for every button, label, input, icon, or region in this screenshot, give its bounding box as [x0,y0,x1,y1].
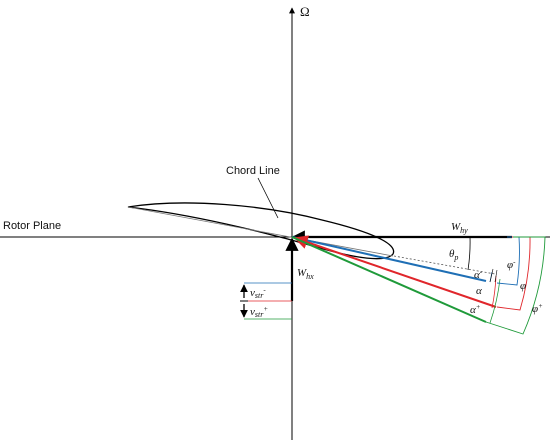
theta-p-arc [467,236,471,271]
theta-p-label: θp [449,248,458,262]
chord-line-label: Chord Line [226,165,280,177]
phi-arc [496,236,531,311]
chord-line-leader [257,177,279,219]
alpha-tick-2 [494,269,498,283]
relative-velocity-red [293,235,497,308]
w-hx-label: Whx [297,267,314,281]
chord-line [127,206,394,257]
alpha-minus-label: α- [474,268,483,281]
alpha-tick-1 [489,268,494,283]
chord-extension-dashed [393,255,496,275]
phi-plus-arc [485,236,546,335]
phi-plus-label: φ+ [532,302,543,315]
relative-velocity-blue [291,236,487,282]
relative-velocity-green [291,236,487,323]
omega-label: Ω [300,4,310,19]
alpha-label: α [476,285,482,297]
w-hy-label: Why [451,221,468,235]
airfoil [127,202,395,260]
phi-minus-label: φ- [507,258,516,271]
alpha-plus-label: α+ [470,303,481,316]
v-str-minus-label: vstr- [250,286,266,300]
rotor-plane-label: Rotor Plane [3,220,61,232]
v-str-plus-label: vstr+ [250,305,268,319]
phi-label: φ [520,280,526,292]
